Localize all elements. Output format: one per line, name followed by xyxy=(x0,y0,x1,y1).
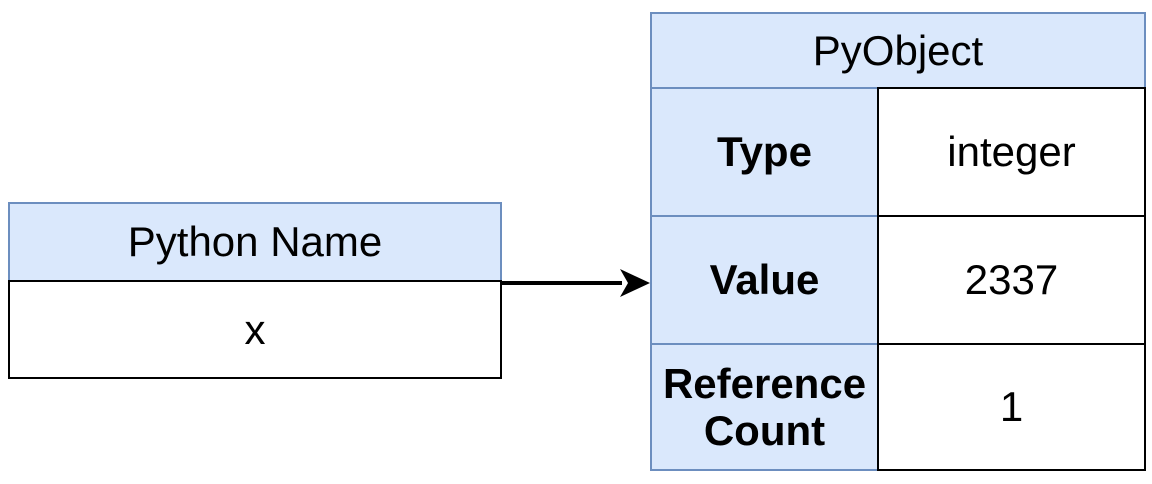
pyobject-header: PyObject xyxy=(650,12,1146,89)
pyobject-type-label: Type xyxy=(717,128,812,176)
python-name-title: Python Name xyxy=(127,218,383,266)
reference-arrow xyxy=(500,269,650,297)
pyobject-type-value: integer xyxy=(947,128,1076,176)
pyobject-row-refcount-value-cell: 1 xyxy=(877,343,1146,471)
pyobject-row-value-value-cell: 2337 xyxy=(877,215,1146,345)
pyobject-row-refcount-label-cell: Reference Count xyxy=(650,343,879,471)
pyobject-row-value-label-cell: Value xyxy=(650,215,879,345)
pyobject-title: PyObject xyxy=(812,26,984,74)
pyobject-table: Type Value Reference Count PyObject inte… xyxy=(650,12,1146,472)
pyobject-refcount-label: Reference Count xyxy=(662,359,867,454)
reference-arrowhead-icon xyxy=(620,269,650,297)
pyobject-row-type-label-cell: Type xyxy=(650,87,879,217)
python-name-value-cell: x xyxy=(8,280,502,379)
pyobject-refcount-value: 1 xyxy=(999,383,1024,431)
pyobject-value-label: Value xyxy=(709,256,820,304)
python-name-header: Python Name xyxy=(8,202,502,282)
python-name-value: x xyxy=(244,305,266,353)
pyobject-row-type-value-cell: integer xyxy=(877,87,1146,217)
python-name-box: Python Name x xyxy=(8,202,502,379)
pyobject-value-value: 2337 xyxy=(964,256,1059,304)
